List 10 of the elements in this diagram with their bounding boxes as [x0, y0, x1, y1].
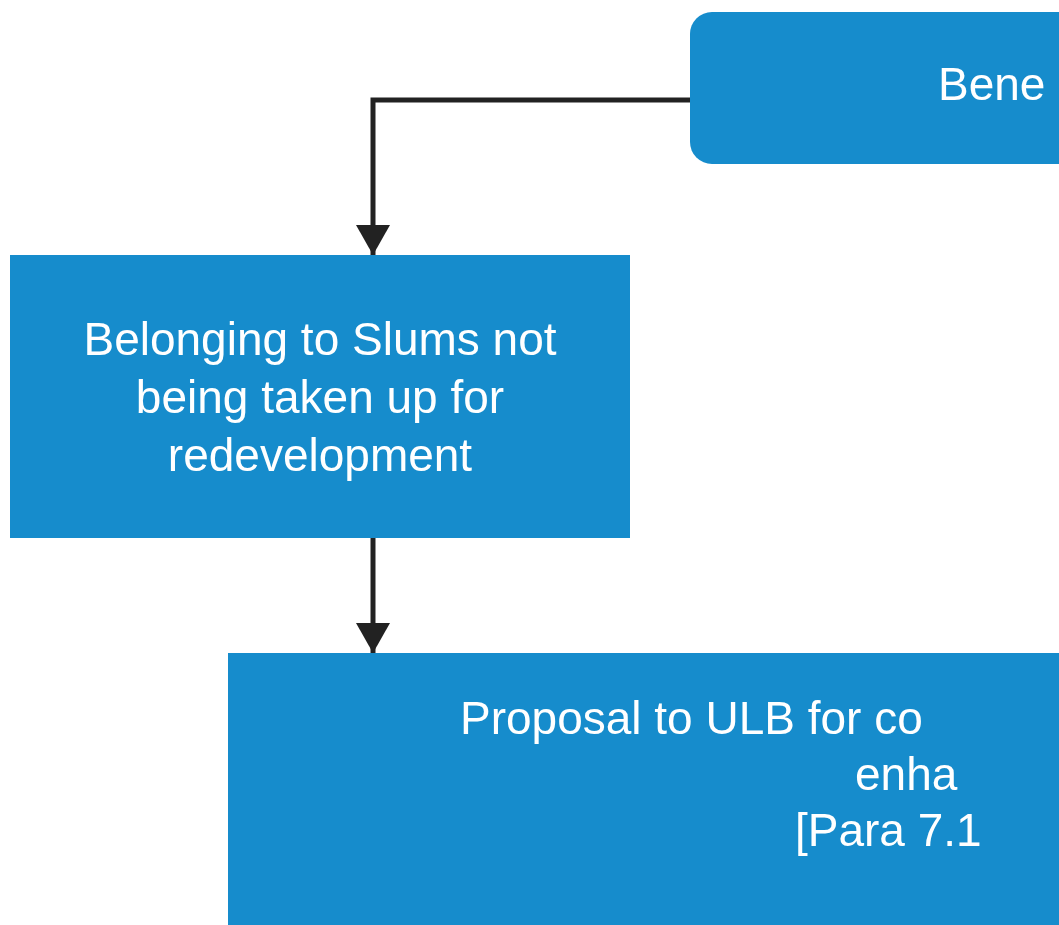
arrow: [356, 97, 690, 255]
process-box: [10, 255, 630, 538]
process-box: [690, 12, 1059, 164]
box-text: Proposal to ULB for co: [460, 691, 923, 746]
box-text: Bene: [938, 57, 1046, 112]
arrow: [356, 538, 390, 653]
box-text: Belonging to Slums not being taken up for redevelopment: [82, 311, 558, 483]
process-box: [228, 653, 1059, 925]
box-text: [Para 7.1: [795, 803, 982, 858]
box-text: enha: [855, 747, 958, 802]
